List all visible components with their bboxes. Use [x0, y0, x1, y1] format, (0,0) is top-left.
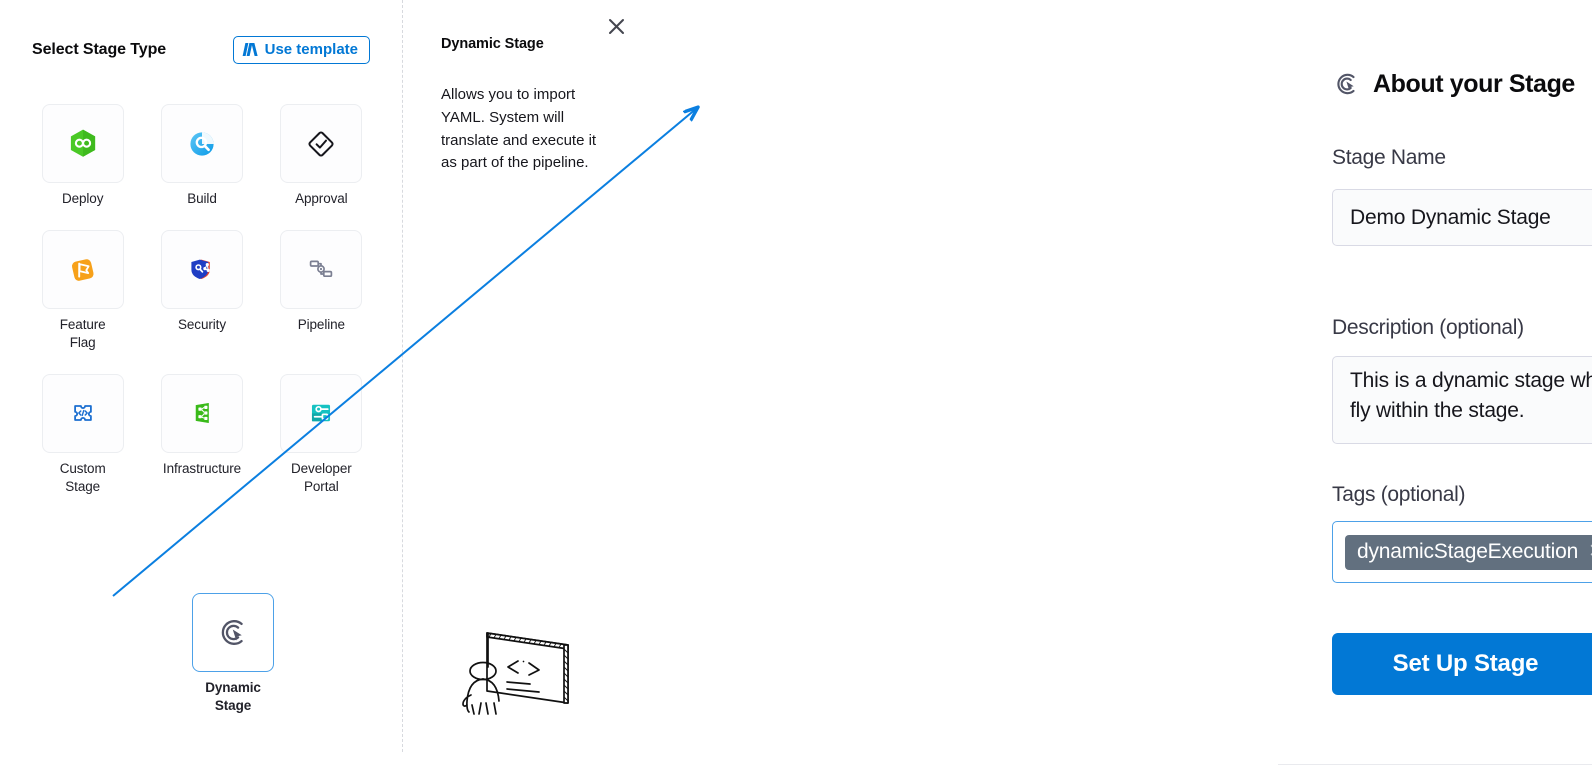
stage-card-dynamic-stage[interactable]: [192, 593, 274, 672]
tag-chip[interactable]: dynamicStageExecution ✕: [1345, 534, 1592, 570]
stage-name-row: Stage Name Id : Demo_Dyna...: [1332, 146, 1592, 170]
build-magnifier-icon: [190, 131, 214, 156]
stage-card-pipeline[interactable]: [280, 229, 363, 309]
description-label: Description (optional): [1332, 316, 1524, 339]
stage-label-pipeline: Pipeline: [297, 316, 345, 332]
set-up-stage-button[interactable]: Set Up Stage: [1332, 633, 1592, 695]
security-shields-icon: [191, 260, 210, 280]
stage-cell-build: Build: [151, 104, 252, 208]
use-template-label: Use template: [264, 41, 358, 58]
stage-cell-approval: Approval: [271, 104, 372, 208]
stage-cell-infrastructure: Infrastructure: [151, 373, 252, 496]
feature-flag-icon: [71, 259, 94, 282]
stage-card-security[interactable]: [160, 229, 243, 309]
infrastructure-icon: [195, 403, 209, 424]
tags-input[interactable]: dynamicStageExecution ✕: [1332, 521, 1592, 583]
stage-card-deploy[interactable]: [41, 104, 124, 183]
custom-stage-code-icon: [73, 405, 92, 422]
middle-panel-description: Allows you to import YAML. System will t…: [441, 86, 597, 172]
dynamic-stage-target-cursor-icon: [1337, 73, 1355, 95]
page-title: Select Stage Type: [32, 41, 167, 58]
stage-label-build: Build: [187, 191, 217, 206]
stage-name-label: Stage Name: [1332, 146, 1446, 169]
approval-check-diamond-icon: [308, 130, 334, 157]
bottom-divider: [1278, 764, 1592, 765]
page-heading: About your Stage: [1373, 69, 1575, 98]
pipeline-nodes-icon: [310, 261, 333, 278]
close-icon[interactable]: [604, 14, 628, 38]
stage-card-feature-flag[interactable]: [41, 229, 124, 309]
stage-label-approval: Approval: [295, 191, 348, 206]
middle-panel-title: Dynamic Stage: [441, 36, 544, 52]
stage-card-infrastructure[interactable]: [160, 373, 243, 453]
tags-row: Tags (optional): [1332, 483, 1592, 507]
person-presenting-code-board-illustration: [450, 615, 580, 715]
stage-name-input[interactable]: [1332, 189, 1592, 246]
stage-cell-deploy: Deploy: [32, 104, 133, 208]
stage-cell-pipeline: Pipeline: [271, 229, 372, 352]
stage-card-developer-portal[interactable]: [280, 373, 363, 453]
tag-chip-label: dynamicStageExecution: [1357, 539, 1579, 563]
stage-card-approval[interactable]: [280, 104, 363, 183]
template-bars-icon: [242, 43, 259, 56]
tags-label: Tags (optional): [1332, 483, 1466, 506]
stage-cell-security: Security: [151, 229, 252, 352]
about-stage-form-panel: About your Stage Stage Name Id : Demo_Dy…: [630, 0, 1592, 775]
deploy-hexagon-icon: [70, 129, 95, 157]
left-panel-header: Select Stage Type Use template: [32, 34, 370, 66]
stage-card-build[interactable]: [160, 104, 243, 183]
stage-label-security: Security: [178, 316, 226, 332]
about-stage-header: About your Stage: [1332, 69, 1575, 99]
stage-label-deploy: Deploy: [61, 191, 104, 206]
stage-card-custom-stage[interactable]: [41, 373, 124, 453]
left-panel: Select Stage Type Use template: [0, 0, 402, 775]
use-template-button[interactable]: Use template: [232, 36, 370, 64]
chip-remove-icon[interactable]: ✕: [1588, 542, 1592, 561]
developer-portal-icon: [312, 405, 331, 422]
stage-label-infrastructure: Infrastructure: [162, 460, 242, 476]
description-row: Description (optional): [1332, 316, 1592, 340]
dynamic-stage-target-cursor-icon: [221, 620, 243, 645]
stage-type-grid: Deploy: [32, 104, 372, 496]
description-textarea[interactable]: [1332, 356, 1592, 444]
